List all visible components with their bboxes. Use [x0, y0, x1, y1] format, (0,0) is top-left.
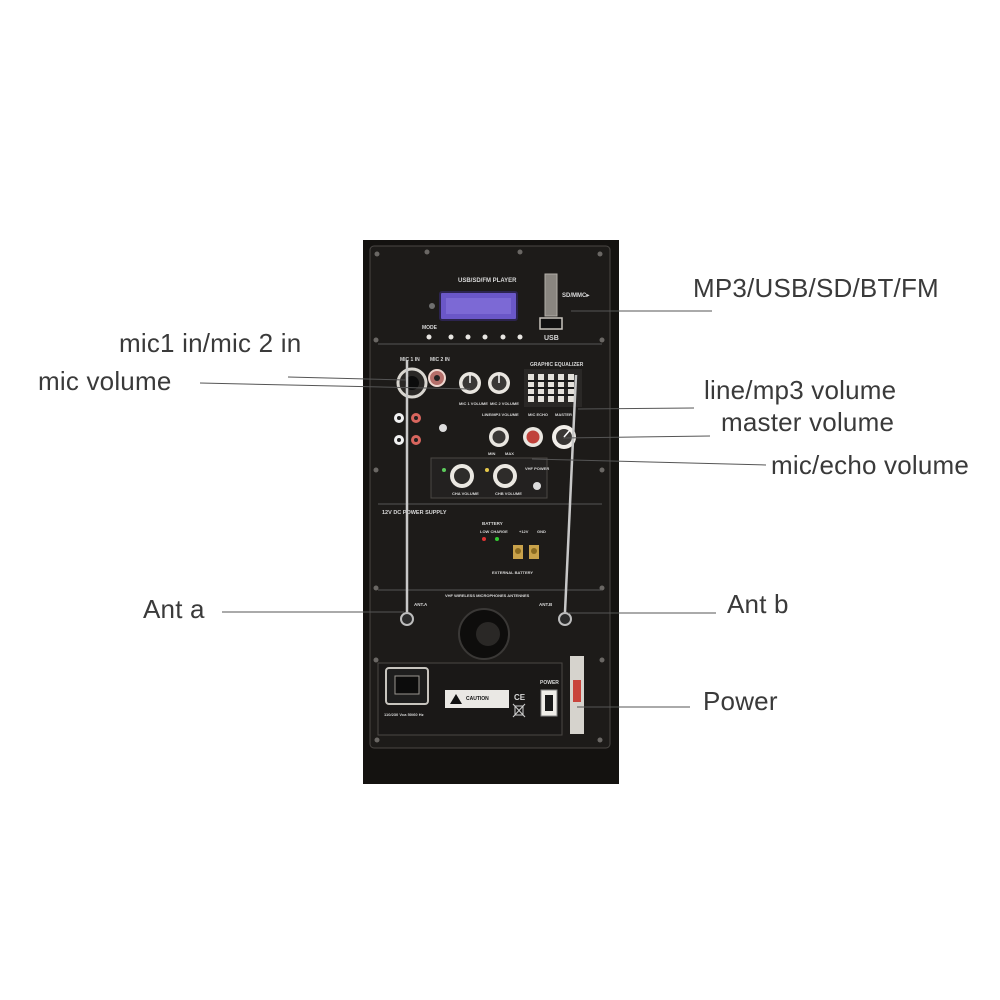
- master-volume-knob[interactable]: [552, 425, 576, 449]
- ant-b-label: ANT.B: [539, 602, 553, 607]
- vhf-antennes-label: VHF WIRELESS MICROPHONES ANTENNES: [445, 593, 530, 598]
- player-title: USB/SD/FM PLAYER: [458, 278, 517, 284]
- chb-volume-label: CHB VOLUME: [495, 491, 522, 496]
- weee-icon: [512, 703, 526, 718]
- callout-power: Power: [703, 686, 778, 716]
- sd-label: SD/MMC▸: [562, 293, 590, 299]
- antenna-b[interactable]: [558, 374, 578, 626]
- antenna-a[interactable]: [400, 360, 414, 626]
- line-mp3-volume-knob[interactable]: [489, 427, 509, 447]
- min-label: MIN: [488, 451, 495, 456]
- usb-label: USB: [544, 335, 559, 342]
- master-label: MASTER: [555, 412, 572, 417]
- chb-indicator: [485, 468, 489, 472]
- chb-volume-knob[interactable]: [493, 464, 517, 488]
- vhf-power-button[interactable]: [533, 482, 541, 490]
- vhf-power-label: VHF POWER: [525, 466, 549, 471]
- callout-mic-inputs: mic1 in/mic 2 in: [119, 328, 302, 358]
- bluetooth-icon: [429, 303, 435, 309]
- power-supply-label: 12V DC POWER SUPPLY: [382, 510, 447, 516]
- mic2-volume-knob[interactable]: [488, 372, 510, 394]
- ce-mark: CE: [514, 693, 526, 702]
- voltage-label: 110/230 Vca 50/60 Hz: [384, 712, 424, 717]
- gnd-label: GND: [537, 529, 546, 534]
- rca-inputs[interactable]: [394, 413, 421, 445]
- graphic-eq-label: GRAPHIC EQUALIZER: [530, 362, 584, 368]
- mic1-in-label: MIC 1 IN: [400, 357, 420, 363]
- wireless-module: [430, 457, 548, 499]
- cha-volume-knob[interactable]: [450, 464, 474, 488]
- mic1-volume-knob[interactable]: [459, 372, 481, 394]
- mic-echo-knob[interactable]: [523, 427, 543, 447]
- external-battery-label: EXTERNAL BATTERY: [492, 570, 533, 575]
- low-charge-label: LOW CHARGE: [480, 529, 508, 534]
- cha-volume-label: CHA VOLUME: [452, 491, 479, 496]
- max-label: MAX: [505, 451, 514, 456]
- battery-label: BATTERY: [482, 521, 503, 526]
- plus12v-label: +12V: [519, 529, 529, 534]
- power-label: POWER: [540, 680, 559, 686]
- callout-master-volume: master volume: [721, 407, 895, 437]
- panel-screws: [373, 249, 605, 743]
- mode-label: MODE: [422, 325, 438, 331]
- charge-led: [495, 537, 499, 541]
- input-switch[interactable]: [439, 424, 447, 432]
- player-buttons[interactable]: [426, 334, 523, 340]
- sd-card-slot[interactable]: [544, 273, 558, 317]
- callout-ant-a: Ant a: [143, 594, 205, 624]
- mic1-volume-label: MIC 1 VOLUME: [459, 401, 488, 406]
- mic-echo-label: MIC ECHO: [528, 412, 548, 417]
- low-battery-led: [482, 537, 486, 541]
- cha-indicator: [442, 468, 446, 472]
- callout-mic-echo-volume: mic/echo volume: [771, 450, 970, 480]
- ant-a-label: ANT.A: [414, 602, 428, 607]
- mic2-volume-label: MIC 2 VOLUME: [490, 401, 519, 406]
- callout-line-mp3-volume: line/mp3 volume: [704, 375, 897, 405]
- caution-text: CAUTION: [466, 696, 489, 702]
- callout-ant-b: Ant b: [727, 589, 789, 619]
- callout-mic-volume: mic volume: [38, 366, 172, 396]
- mic2-in-label: MIC 2 IN: [430, 357, 450, 363]
- leader-lines: [199, 310, 767, 708]
- usb-port[interactable]: [539, 317, 563, 330]
- battery-terminals[interactable]: [513, 545, 539, 559]
- line-mp3-volume-label: LINE/MP3 VOLUME: [482, 412, 519, 417]
- callout-mp3-usb-sd-bt-fm: MP3/USB/SD/BT/FM: [693, 273, 939, 303]
